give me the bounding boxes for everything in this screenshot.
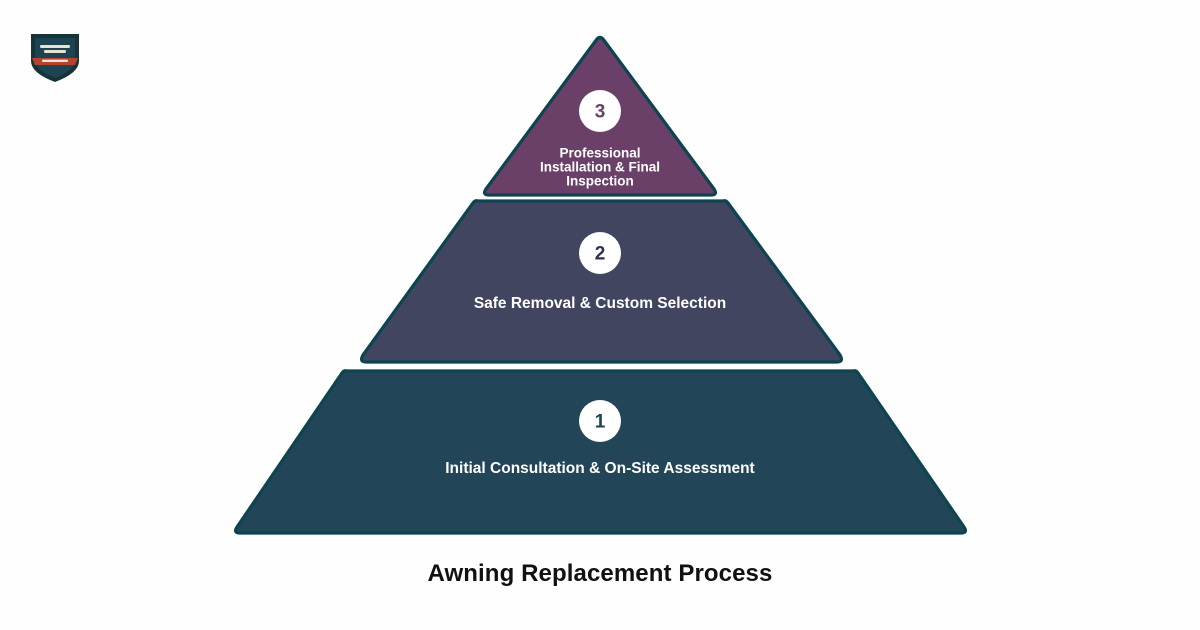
pyramid-level-3-label-line2: Installation & Final bbox=[540, 160, 660, 175]
pyramid-level-1-shape bbox=[233, 369, 968, 535]
pyramid-level-1-label: Initial Consultation & On-Site Assessmen… bbox=[445, 460, 754, 477]
pyramid-level-2-label: Safe Removal & Custom Selection bbox=[474, 295, 726, 312]
pyramid-level-2[interactable]: 2 Safe Removal & Custom Selection bbox=[359, 199, 844, 364]
pyramid-level-2-shape bbox=[359, 199, 844, 364]
pyramid-level-1-number-circle bbox=[579, 400, 621, 442]
pyramid-level-2-number-circle bbox=[579, 232, 621, 274]
pyramid-level-2-number: 2 bbox=[595, 244, 606, 265]
pyramid-level-3-label-line3: Inspection bbox=[566, 174, 634, 189]
pyramid-level-1[interactable]: 1 Initial Consultation & On-Site Assessm… bbox=[233, 369, 968, 535]
pyramid-level-3-label-line1: Professional bbox=[559, 146, 640, 161]
pyramid-level-3[interactable]: 3 Professional Installation & Final Insp… bbox=[482, 35, 718, 197]
pyramid-level-3-number-circle bbox=[579, 90, 621, 132]
logo-wordmark bbox=[40, 45, 70, 53]
pyramid-level-3-number: 3 bbox=[595, 102, 606, 123]
company-badge-logo bbox=[31, 34, 79, 82]
pyramid-level-1-number: 1 bbox=[595, 412, 606, 433]
diagram-title: Awning Replacement Process bbox=[427, 560, 773, 587]
logo-banner-text bbox=[42, 59, 68, 62]
